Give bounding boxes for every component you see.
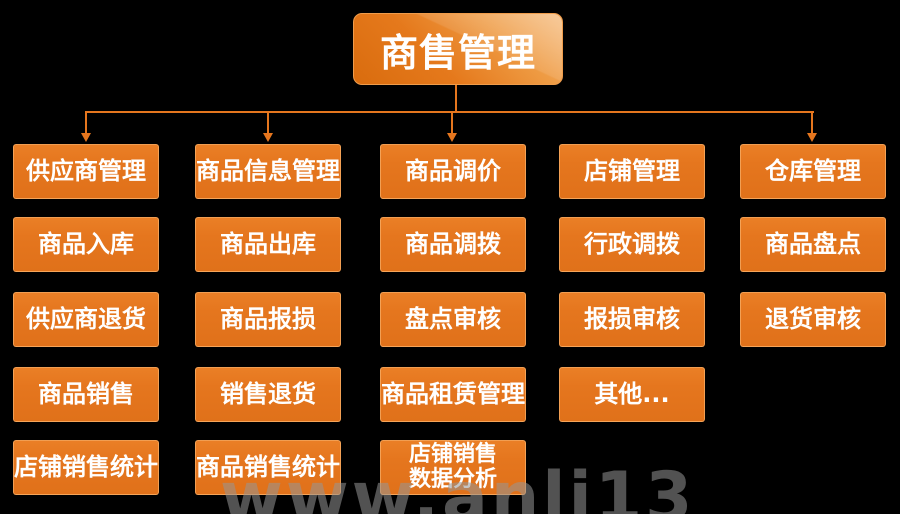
node-store-sales-data-analysis: 店铺销售 数据分析 (380, 440, 526, 495)
node-sales-returns: 销售退货 (195, 367, 341, 422)
node-goods-stock-out: 商品出库 (195, 217, 341, 272)
node-return-audit: 退货审核 (740, 292, 886, 347)
node-store-sales-statistics: 店铺销售统计 (13, 440, 159, 495)
arrow-down-icon (807, 133, 817, 142)
arrow-down-icon (81, 133, 91, 142)
node-root-sales-management: 商售管理 (353, 13, 563, 85)
connector-drop-col5 (811, 111, 813, 134)
node-goods-stocktake: 商品盘点 (740, 217, 886, 272)
node-goods-rental-management: 商品租赁管理 (380, 367, 526, 422)
node-warehouse-management: 仓库管理 (740, 144, 886, 199)
node-supplier-management: 供应商管理 (13, 144, 159, 199)
node-administrative-transfer: 行政调拨 (559, 217, 705, 272)
node-goods-sales: 商品销售 (13, 367, 159, 422)
node-goods-transfer: 商品调拨 (380, 217, 526, 272)
node-supplier-returns: 供应商退货 (13, 292, 159, 347)
node-damage-report-audit: 报损审核 (559, 292, 705, 347)
node-product-info-management: 商品信息管理 (195, 144, 341, 199)
arrow-down-icon (447, 133, 457, 142)
node-store-management: 店铺管理 (559, 144, 705, 199)
node-product-sales-statistics: 商品销售统计 (195, 440, 341, 495)
node-goods-damage-report: 商品报损 (195, 292, 341, 347)
node-others: 其他... (559, 367, 705, 422)
connector-drop-col2 (267, 111, 269, 134)
connector-root-stub (455, 85, 457, 112)
connector-drop-col1 (85, 111, 87, 134)
arrow-down-icon (263, 133, 273, 142)
node-goods-stock-in: 商品入库 (13, 217, 159, 272)
connector-trunk (85, 111, 814, 113)
connector-drop-col3 (451, 111, 453, 134)
node-stocktake-audit: 盘点审核 (380, 292, 526, 347)
node-price-adjustment: 商品调价 (380, 144, 526, 199)
